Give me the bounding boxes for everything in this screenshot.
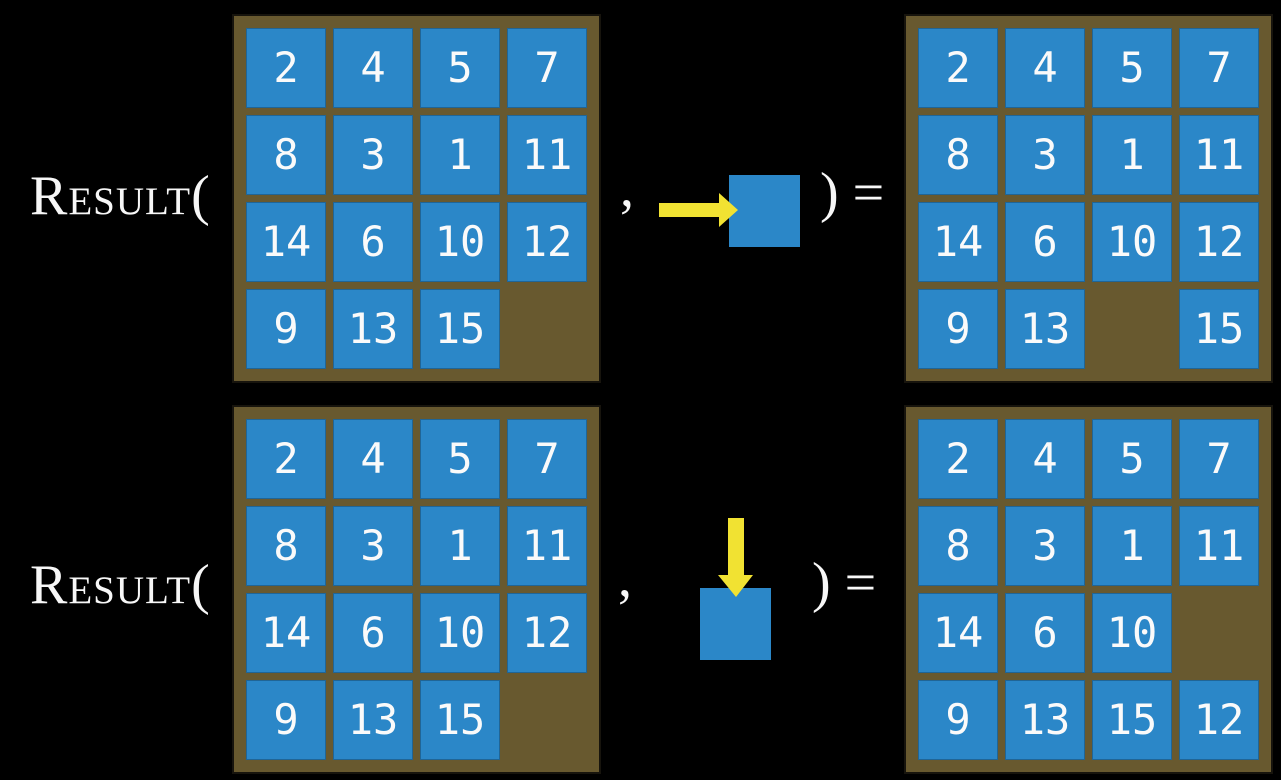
- result-function-label: Result(: [30, 554, 211, 616]
- puzzle-tile-1: 1: [1092, 506, 1172, 586]
- puzzle-tile-15: 15: [1092, 680, 1172, 760]
- puzzle-tile-9: 9: [918, 289, 998, 369]
- puzzle-tile-13: 13: [1005, 680, 1085, 760]
- puzzle-tile-14: 14: [246, 593, 326, 673]
- puzzle-tile-12: 12: [1179, 202, 1259, 282]
- puzzle-tile-9: 9: [246, 289, 326, 369]
- down-arrow-icon: [718, 518, 753, 597]
- puzzle-tile-6: 6: [333, 202, 413, 282]
- puzzle-tile-5: 5: [1092, 28, 1172, 108]
- puzzle-tile-7: 7: [1179, 419, 1259, 499]
- puzzle-tile-3: 3: [333, 506, 413, 586]
- puzzle-tile-12: 12: [1179, 680, 1259, 760]
- puzzle-tile-3: 3: [333, 115, 413, 195]
- empty-cell: [507, 289, 587, 369]
- puzzle-tile-11: 11: [1179, 506, 1259, 586]
- puzzle-tile-13: 13: [333, 680, 413, 760]
- action-tile-square: [700, 588, 771, 660]
- close-paren-equals: ) =: [820, 162, 885, 224]
- puzzle-tile-15: 15: [420, 289, 500, 369]
- puzzle-tile-2: 2: [246, 28, 326, 108]
- puzzle-tile-5: 5: [1092, 419, 1172, 499]
- puzzle-tile-7: 7: [1179, 28, 1259, 108]
- move-down-action-icon: [700, 518, 771, 660]
- puzzle-tile-10: 10: [1092, 593, 1172, 673]
- puzzle-tile-3: 3: [1005, 506, 1085, 586]
- puzzle-tile-3: 3: [1005, 115, 1085, 195]
- puzzle-tile-1: 1: [1092, 115, 1172, 195]
- puzzle-tile-13: 13: [1005, 289, 1085, 369]
- puzzle-tile-11: 11: [507, 506, 587, 586]
- puzzle-tile-8: 8: [246, 506, 326, 586]
- empty-cell: [507, 680, 587, 760]
- puzzle-tile-9: 9: [918, 680, 998, 760]
- puzzle-tile-6: 6: [1005, 202, 1085, 282]
- puzzle-tile-15: 15: [1179, 289, 1259, 369]
- puzzle-tile-4: 4: [333, 419, 413, 499]
- puzzle-tile-7: 7: [507, 419, 587, 499]
- puzzle-tile-9: 9: [246, 680, 326, 760]
- argument-separator-comma: ,: [618, 547, 632, 609]
- puzzle-tile-13: 13: [333, 289, 413, 369]
- puzzle-tile-2: 2: [918, 28, 998, 108]
- puzzle-tile-10: 10: [420, 202, 500, 282]
- argument-separator-comma: ,: [620, 157, 634, 219]
- puzzle-tile-8: 8: [918, 115, 998, 195]
- puzzle-tile-4: 4: [1005, 419, 1085, 499]
- puzzle-tile-14: 14: [918, 202, 998, 282]
- puzzle-tile-2: 2: [918, 419, 998, 499]
- puzzle-tile-5: 5: [420, 28, 500, 108]
- puzzle-tile-15: 15: [420, 680, 500, 760]
- puzzle-tile-8: 8: [246, 115, 326, 195]
- result-function-label: Result(: [30, 165, 211, 227]
- puzzle-tile-7: 7: [507, 28, 587, 108]
- puzzle-tile-12: 12: [507, 202, 587, 282]
- puzzle-tile-10: 10: [1092, 202, 1172, 282]
- empty-cell: [1092, 289, 1172, 369]
- puzzle-tile-1: 1: [420, 115, 500, 195]
- close-paren-equals: ) =: [812, 552, 877, 614]
- puzzle-tile-11: 11: [1179, 115, 1259, 195]
- action-tile-square: [729, 175, 800, 247]
- right-arrow-icon: [659, 193, 738, 227]
- puzzle-tile-14: 14: [918, 593, 998, 673]
- puzzle-tile-5: 5: [420, 419, 500, 499]
- puzzle-tile-12: 12: [507, 593, 587, 673]
- puzzle-tile-14: 14: [246, 202, 326, 282]
- puzzle-tile-6: 6: [333, 593, 413, 673]
- puzzle-tile-11: 11: [507, 115, 587, 195]
- puzzle-tile-4: 4: [1005, 28, 1085, 108]
- puzzle-tile-6: 6: [1005, 593, 1085, 673]
- puzzle-tile-4: 4: [333, 28, 413, 108]
- empty-cell: [1179, 593, 1259, 673]
- puzzle-tile-2: 2: [246, 419, 326, 499]
- puzzle-tile-1: 1: [420, 506, 500, 586]
- puzzle-tile-10: 10: [420, 593, 500, 673]
- move-right-action-icon: [659, 175, 800, 247]
- puzzle-tile-8: 8: [918, 506, 998, 586]
